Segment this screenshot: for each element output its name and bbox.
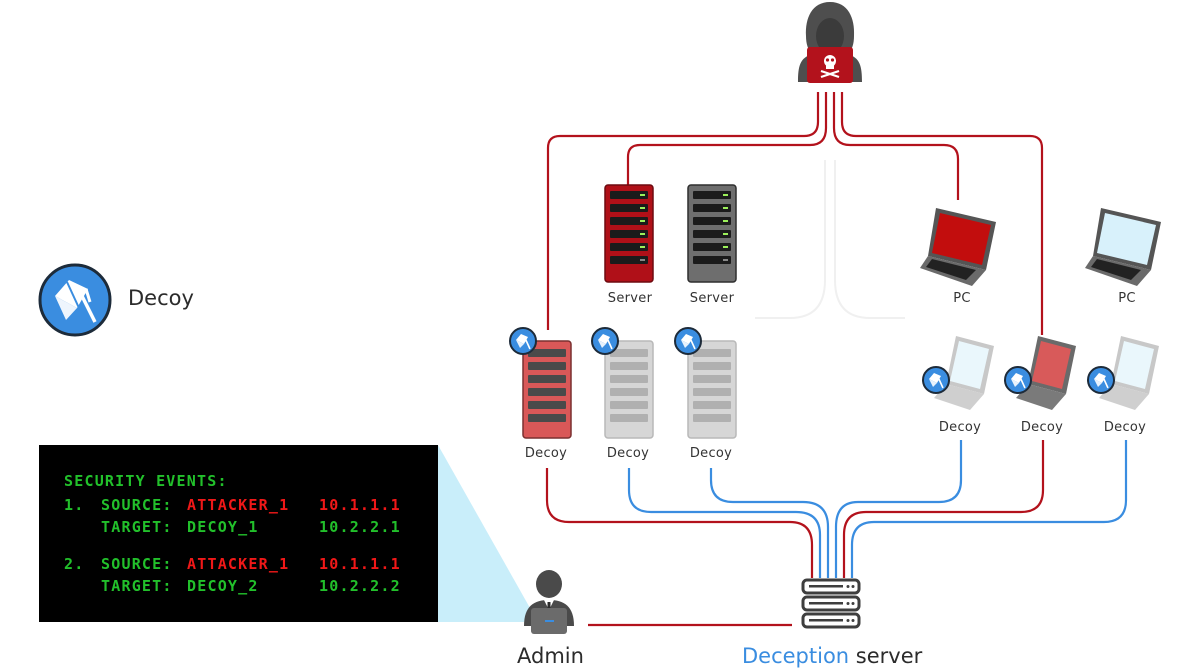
background-paths	[755, 160, 905, 319]
real-server-1-label: Server	[607, 291, 653, 306]
legend-decoy-icon	[38, 263, 112, 337]
real-server-1[interactable]	[604, 184, 654, 283]
real-pc-2-label: PC	[1118, 291, 1136, 306]
real-pc-2[interactable]	[1085, 208, 1161, 286]
decoy-pc-2[interactable]	[1004, 336, 1076, 410]
attack-links	[546, 92, 1044, 335]
event-2-source-key: SOURCE:	[101, 555, 173, 573]
deception-links	[545, 440, 1128, 578]
decoy-server-2[interactable]	[591, 327, 654, 439]
event-1-source-key: SOURCE:	[101, 496, 173, 514]
event-2-target-ip: 10.2.2.2	[319, 577, 401, 595]
decoy-icon	[591, 327, 619, 355]
decoy-icon	[922, 366, 950, 394]
deception-server[interactable]	[801, 578, 861, 629]
event-1-target-ip: 10.2.2.1	[319, 518, 401, 536]
console-projection	[438, 445, 530, 622]
event-2-num: 2.	[64, 555, 85, 573]
attack-link-decoy-server-1	[546, 92, 820, 330]
event-2-target-key: TARGET:	[101, 577, 173, 595]
deception-server-label: Deception server	[742, 644, 922, 668]
console-title: SECURITY EVENTS:	[64, 472, 228, 490]
decoy-server-3-label: Decoy	[689, 446, 733, 461]
decoy-server-3[interactable]	[674, 327, 737, 439]
deception-label-accent: Deception	[742, 644, 850, 668]
decoy-pc-3-label: Decoy	[1103, 420, 1147, 435]
decoy-server-2-label: Decoy	[606, 446, 650, 461]
decoy-server-1-label: Decoy	[524, 446, 568, 461]
event-2-source-ip: 10.1.1.1	[319, 555, 401, 573]
real-pc-1-label: PC	[953, 291, 971, 306]
attacker	[798, 2, 862, 83]
admin-user-icon	[524, 570, 574, 634]
skull-crossbones-icon	[820, 55, 840, 79]
real-server-2-label: Server	[689, 291, 735, 306]
event-1-num: 1.	[64, 496, 85, 514]
attack-link-real-pc	[832, 92, 960, 200]
security-events-console: SECURITY EVENTS: 1. SOURCE: ATTACKER_1 1…	[39, 445, 438, 622]
real-pc-1[interactable]	[920, 208, 996, 286]
legend-label: Decoy	[128, 286, 194, 310]
admin-label: Admin	[517, 644, 584, 668]
decoy-icon	[509, 327, 537, 355]
attack-link-real-server	[626, 92, 828, 185]
decoy-server-1[interactable]	[509, 327, 572, 439]
decoy-icon	[1004, 366, 1032, 394]
event-2-target: DECOY_2	[187, 577, 259, 595]
real-server-2[interactable]	[687, 184, 737, 283]
event-1-source-ip: 10.1.1.1	[319, 496, 401, 514]
event-2-source: ATTACKER_1	[187, 555, 290, 573]
decoy-pc-1-label: Decoy	[938, 420, 982, 435]
decoy-icon	[674, 327, 702, 355]
decoy-icon	[1087, 366, 1115, 394]
decoy-pc-3[interactable]	[1087, 336, 1159, 410]
event-1-target: DECOY_1	[187, 518, 259, 536]
event-1-target-key: TARGET:	[101, 518, 173, 536]
decoy-pc-1[interactable]	[922, 336, 994, 410]
decoy-pc-2-label: Decoy	[1020, 420, 1064, 435]
attack-link-decoy-pc-2	[840, 92, 1044, 335]
deception-label-rest: server	[849, 644, 923, 668]
event-1-source: ATTACKER_1	[187, 496, 290, 514]
